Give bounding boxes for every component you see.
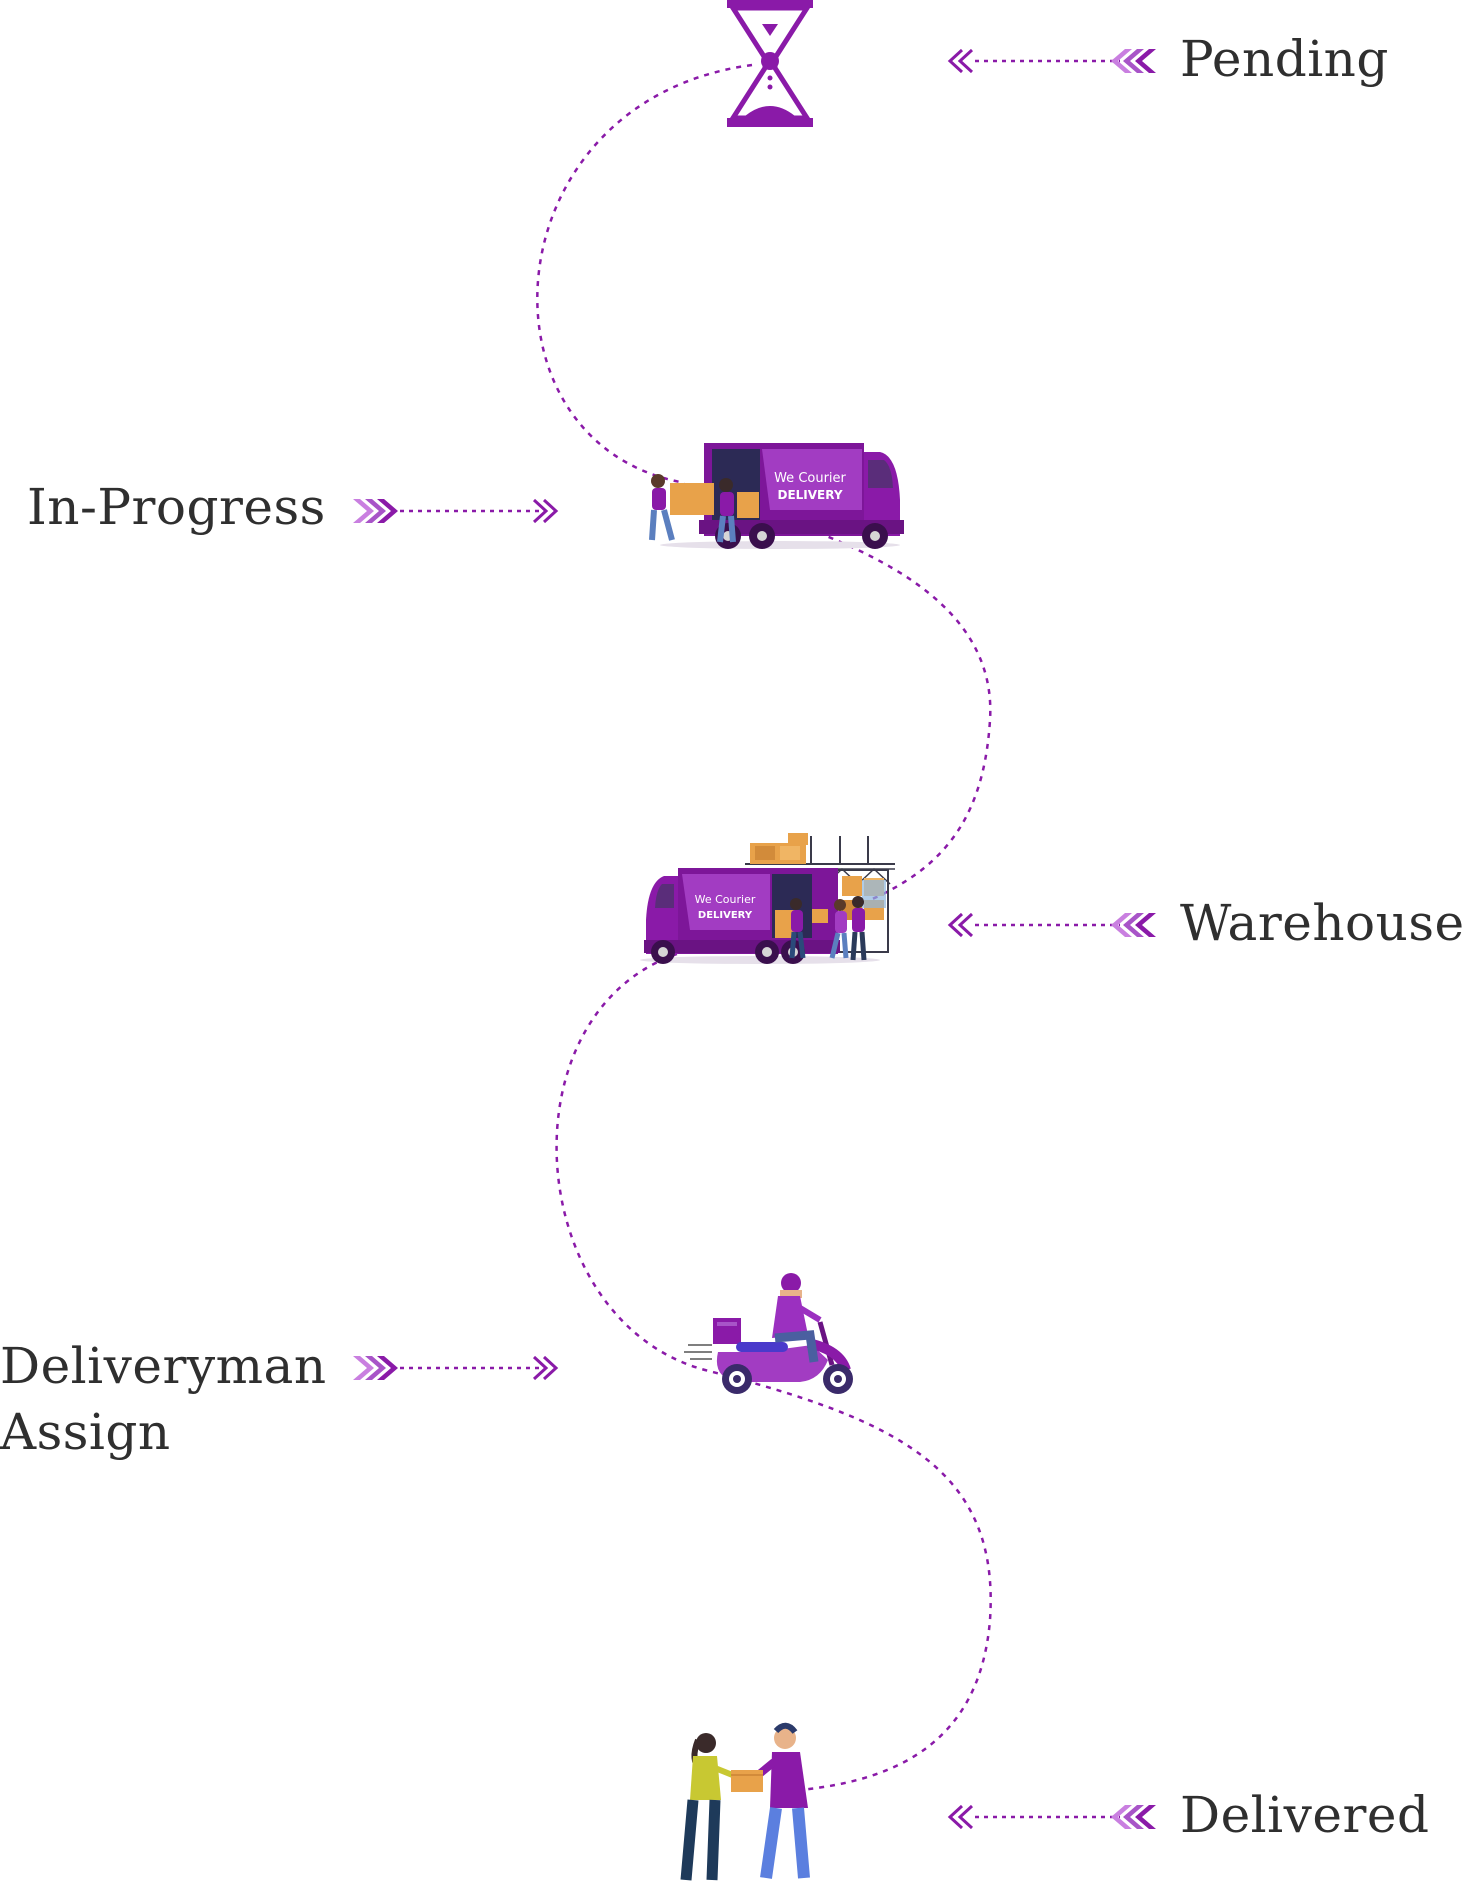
van-brand-line2: DELIVERY <box>777 488 842 502</box>
delivered-arrow <box>947 1804 1156 1830</box>
step-label-assign: Assign <box>0 1403 171 1461</box>
warehouse-arrow <box>947 912 1156 938</box>
step-label-in-progress: In-Progress <box>27 478 326 536</box>
van-brand-line1: We Courier <box>774 471 846 486</box>
hourglass-icon <box>727 0 813 127</box>
step-label-pending: Pending <box>1180 30 1389 88</box>
van2-brand-line2: DELIVERY <box>698 910 753 921</box>
step-label-delivered: Delivered <box>1180 1786 1430 1844</box>
step-label-deliveryman: Deliveryman <box>0 1337 327 1395</box>
loading-van-icon: We Courier DELIVERY <box>649 443 904 549</box>
warehouse-van-icon: We Courier DELIVERY <box>640 833 895 964</box>
pending-arrow <box>947 48 1156 74</box>
scooter-rider-icon <box>684 1273 853 1394</box>
step-label-deliveryman-assign: Deliveryman Assign <box>0 1333 327 1465</box>
deliveryman-assign-arrow <box>353 1355 559 1381</box>
van2-brand-line1: We Courier <box>695 893 756 906</box>
package-handover-icon <box>680 1722 810 1881</box>
step-label-warehouse: Warehouse <box>1180 894 1465 952</box>
in-progress-arrow <box>353 498 559 524</box>
